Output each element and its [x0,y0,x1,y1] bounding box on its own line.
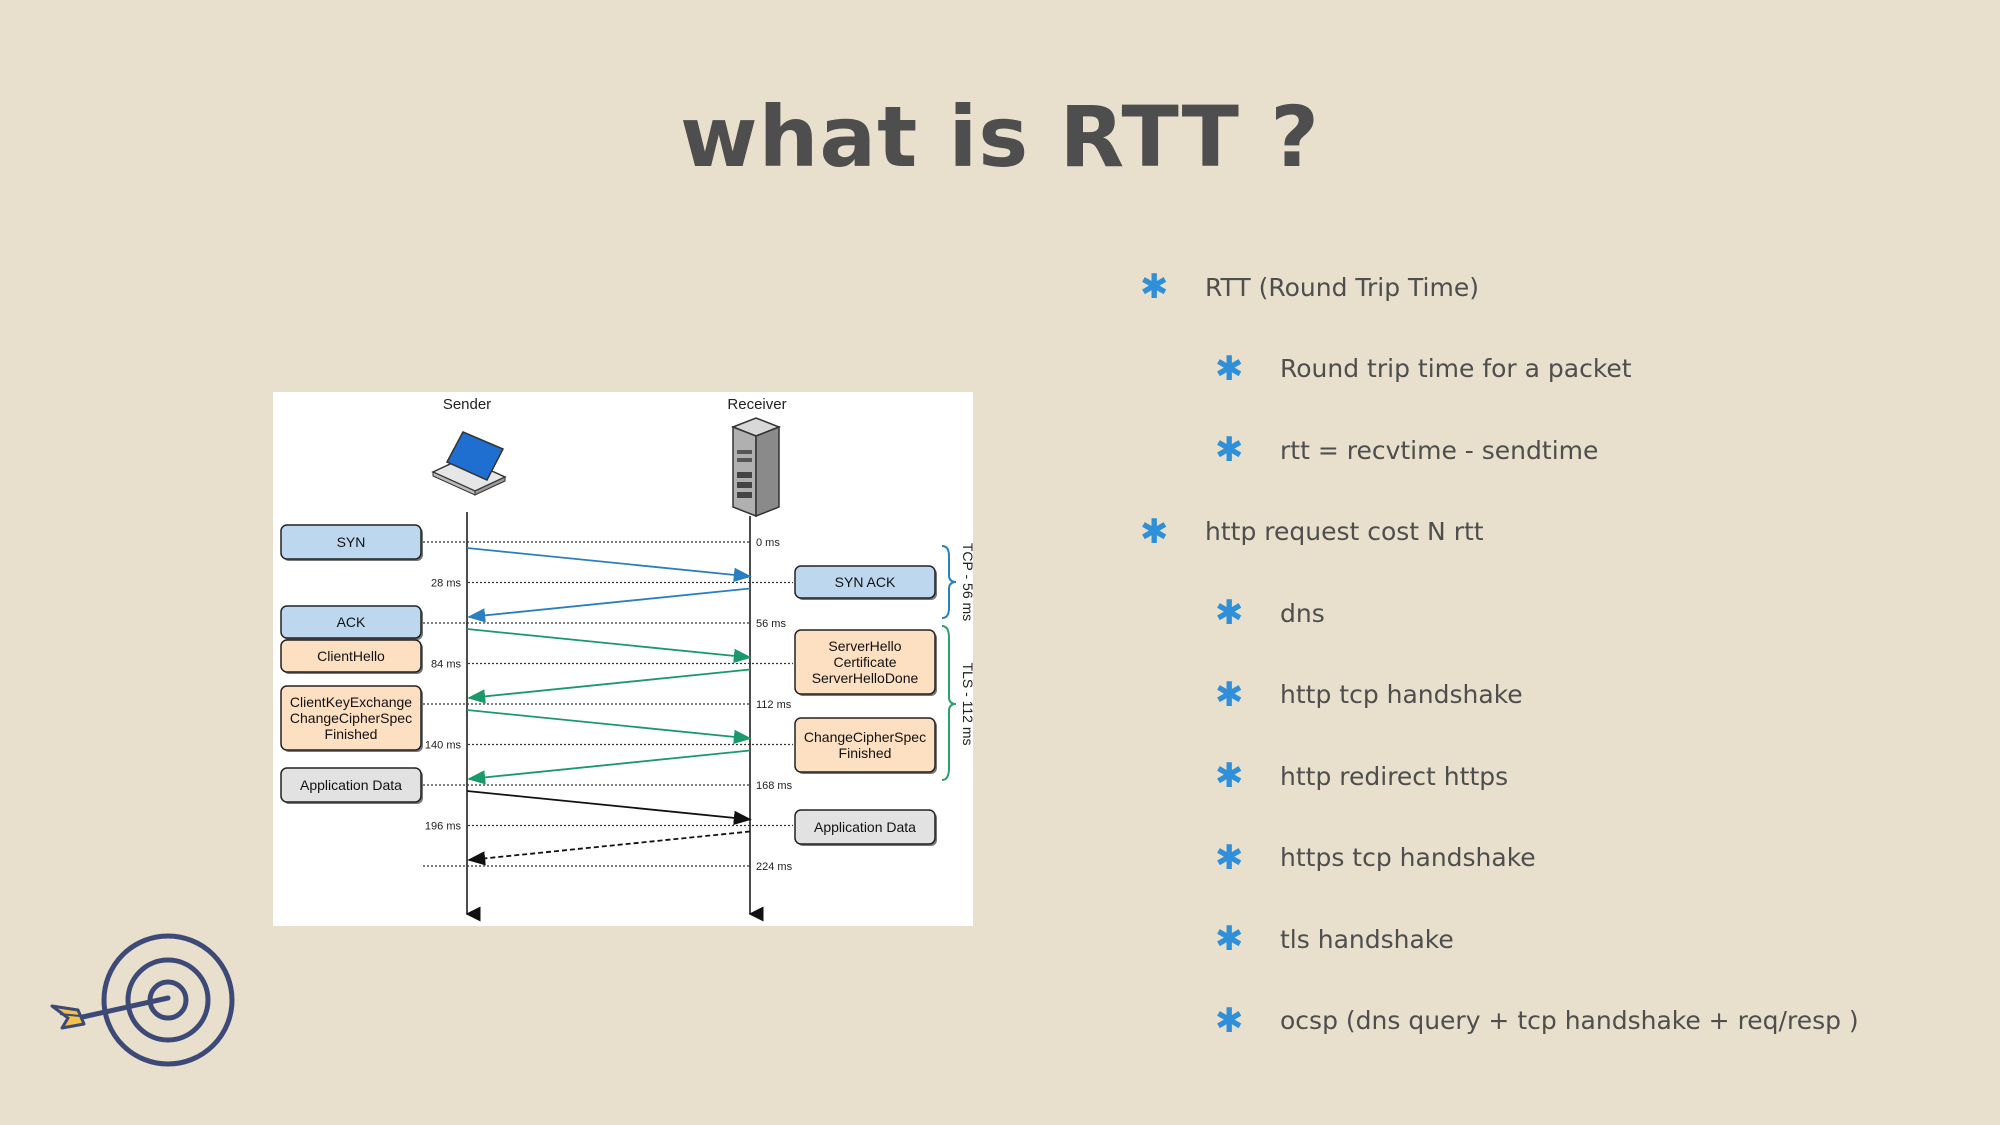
time-label: 56 ms [756,618,786,630]
time-label: 0 ms [756,537,780,549]
slide-title: what is RTT ? [680,88,1320,186]
message-box-text: ServerHello [828,638,901,654]
tls-brace-label: TLS - 112 ms [960,663,973,746]
sender-message-boxes: SYN ACK ClientHelloClientKeyExchangeChange… [280,524,423,804]
time-label: 224 ms [756,861,793,873]
asterisk-bullet-icon: ✱ [1215,430,1244,470]
bullet-item: ✱ocsp (dns query + tcp handshake + req/r… [1215,1004,1859,1038]
bullet-item: ✱ http redirect https [1215,759,1508,793]
bullet-item: ✱https tcp handshake [1215,841,1536,875]
asterisk-bullet-icon: ✱ [1140,267,1169,307]
time-label: 196 ms [425,821,462,833]
asterisk-bullet-icon: ✱ [1140,511,1169,552]
message-box-text: Application Data [300,777,402,793]
laptop-icon [431,431,507,496]
message-box-text: Finished [325,726,378,742]
time-dotted-lines [423,541,793,867]
asterisk-bullet-icon: ✱ [1215,593,1244,633]
bullet-text: https tcp handshake [1280,843,1536,872]
sender-label: Sender [443,396,491,413]
message-arrow [467,749,751,785]
message-box: ClientKeyExchangeChangeCipherSpecFinishe… [280,685,423,752]
bullet-text: http request cost N rtt [1205,517,1484,546]
message-arrow [467,668,751,704]
message-box-text: SYN [337,534,366,550]
message-box-text: ChangeCipherSpec [804,729,926,745]
message-arrow [466,790,752,826]
target-arrow-icon [50,933,235,1067]
bullet-item: ✱http tcp handshake [1215,678,1523,712]
message-box-text: Certificate [833,654,896,670]
receiver-message-boxes: SYN ACK ServerHelloCertificateServerHello… [794,565,937,846]
message-box: SYN [280,524,423,561]
tls-brace: TLS - 112 ms [941,625,973,781]
bullet-item: ✱ RTT (Round Trip Time) [1140,270,1479,304]
asterisk-bullet-icon: ✱ [1215,919,1244,959]
bullet-item: ✱ rtt = recvtime - sendtime [1215,433,1598,467]
asterisk-bullet-icon: ✱ [1215,756,1244,796]
message-box-text: Finished [839,745,892,761]
message-arrow [467,587,751,623]
time-labels: 0 ms 28 ms 56 ms 84 ms 112 ms 140 ms 168 ms 196… [425,537,793,873]
rtt-sequence-diagram: Sender Receiver 0 ms 28 ms 56 ms 84 ms 112 m… [273,392,973,926]
bullet-text: RTT (Round Trip Time) [1205,272,1479,302]
bullet-text: rtt = recvtime - sendtime [1280,435,1599,465]
message-box: ACK [280,605,423,640]
time-label: 168 ms [756,780,793,792]
message-box: ClientHello [280,639,423,674]
asterisk-bullet-icon: ✱ [1215,837,1244,878]
bullet-text: tls handshake [1280,924,1454,954]
time-label: 28 ms [431,578,461,590]
message-box-text: Application Data [814,819,916,835]
bullet-text: http redirect https [1280,761,1509,791]
receiver-label: Receiver [727,396,786,413]
message-box-text: ACK [337,614,366,630]
message-box-text: ChangeCipherSpec [290,710,412,726]
server-icon [730,417,782,518]
message-arrows [466,547,752,866]
asterisk-bullet-icon: ✱ [1215,674,1244,715]
bullet-item: ✱http request cost N rtt [1140,515,1484,549]
bullet-item: ✱Round trip time for a packet [1215,352,1632,386]
message-box-text: ClientKeyExchange [290,694,412,710]
bullet-text: dns [1280,598,1325,628]
message-arrow [466,709,752,745]
asterisk-bullet-icon: ✱ [1215,1000,1244,1041]
time-label: 140 ms [425,740,462,752]
bullet-item: ✱ tls handshake [1215,922,1454,956]
message-arrow [466,547,752,583]
bullet-text: ocsp (dns query + tcp handshake + req/re… [1280,1006,1859,1035]
tcp-brace: TCP - 56 ms [941,543,973,621]
message-box-text: ClientHello [317,648,385,664]
bullet-item: ✱ dns [1215,596,1325,630]
bullet-text: http tcp handshake [1280,680,1523,709]
time-label: 84 ms [431,659,461,671]
message-arrow [466,628,752,664]
time-label: 112 ms [756,699,792,711]
asterisk-bullet-icon: ✱ [1215,348,1244,389]
message-box: SYN ACK [794,565,937,600]
sequence-diagram-canvas: Sender Receiver 0 ms 28 ms 56 ms 84 ms 112 m… [280,396,973,922]
tcp-brace-label: TCP - 56 ms [960,543,973,621]
bullet-text: Round trip time for a packet [1280,354,1632,383]
message-box-text: SYN ACK [835,574,896,590]
message-arrow [467,830,751,866]
message-box-text: ServerHelloDone [812,670,919,686]
message-box: Application Data [794,809,937,846]
message-box: Application Data [280,767,423,804]
